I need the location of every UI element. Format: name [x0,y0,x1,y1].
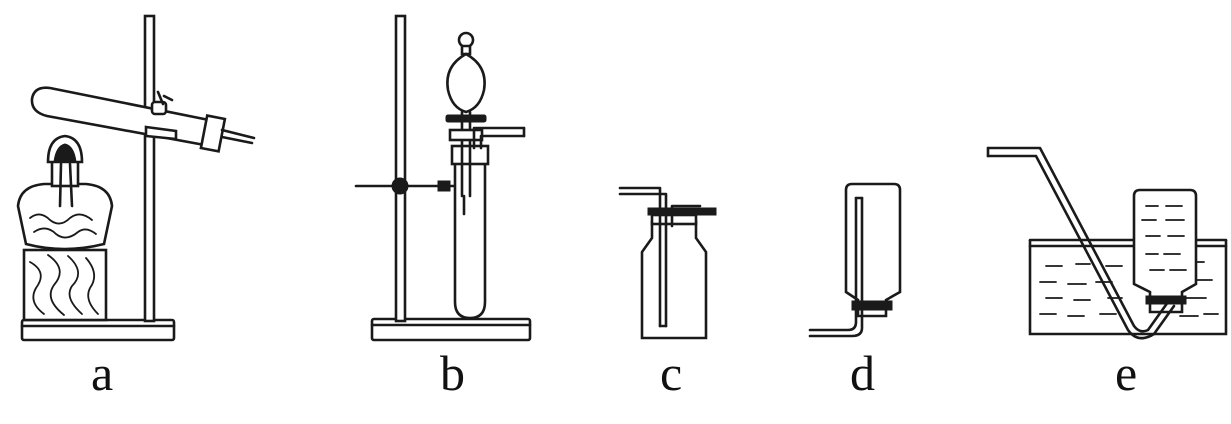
long-tube-c [618,186,668,328]
alcohol-lamp [16,134,114,322]
separatory-funnel [445,31,487,198]
apparatus-c [618,186,717,340]
apparatus-b [354,14,532,342]
short-tube-c [670,204,702,228]
clamp-b [354,177,472,195]
apparatus-d [808,182,902,338]
apparatus-a [16,14,256,342]
apparatus-e [986,146,1228,340]
label-c: c [660,345,683,401]
iron-stand-rod-a [143,14,156,323]
label-d: d [850,345,875,401]
gas-bottle-c [640,207,717,340]
iron-stand-base-b [370,317,532,342]
label-b: b [440,345,465,401]
delivery-tube-b [472,126,526,150]
label-e: e [1115,345,1138,401]
inverted-bottle-d [844,182,902,318]
tube-d [808,196,864,338]
iron-stand-rod-b [394,14,407,323]
delivery-tube-e [986,146,1176,340]
iron-stand-base-a [20,318,176,342]
gas-jar-e [1132,188,1198,314]
clamp-a [144,90,178,141]
label-a: a [91,345,114,401]
